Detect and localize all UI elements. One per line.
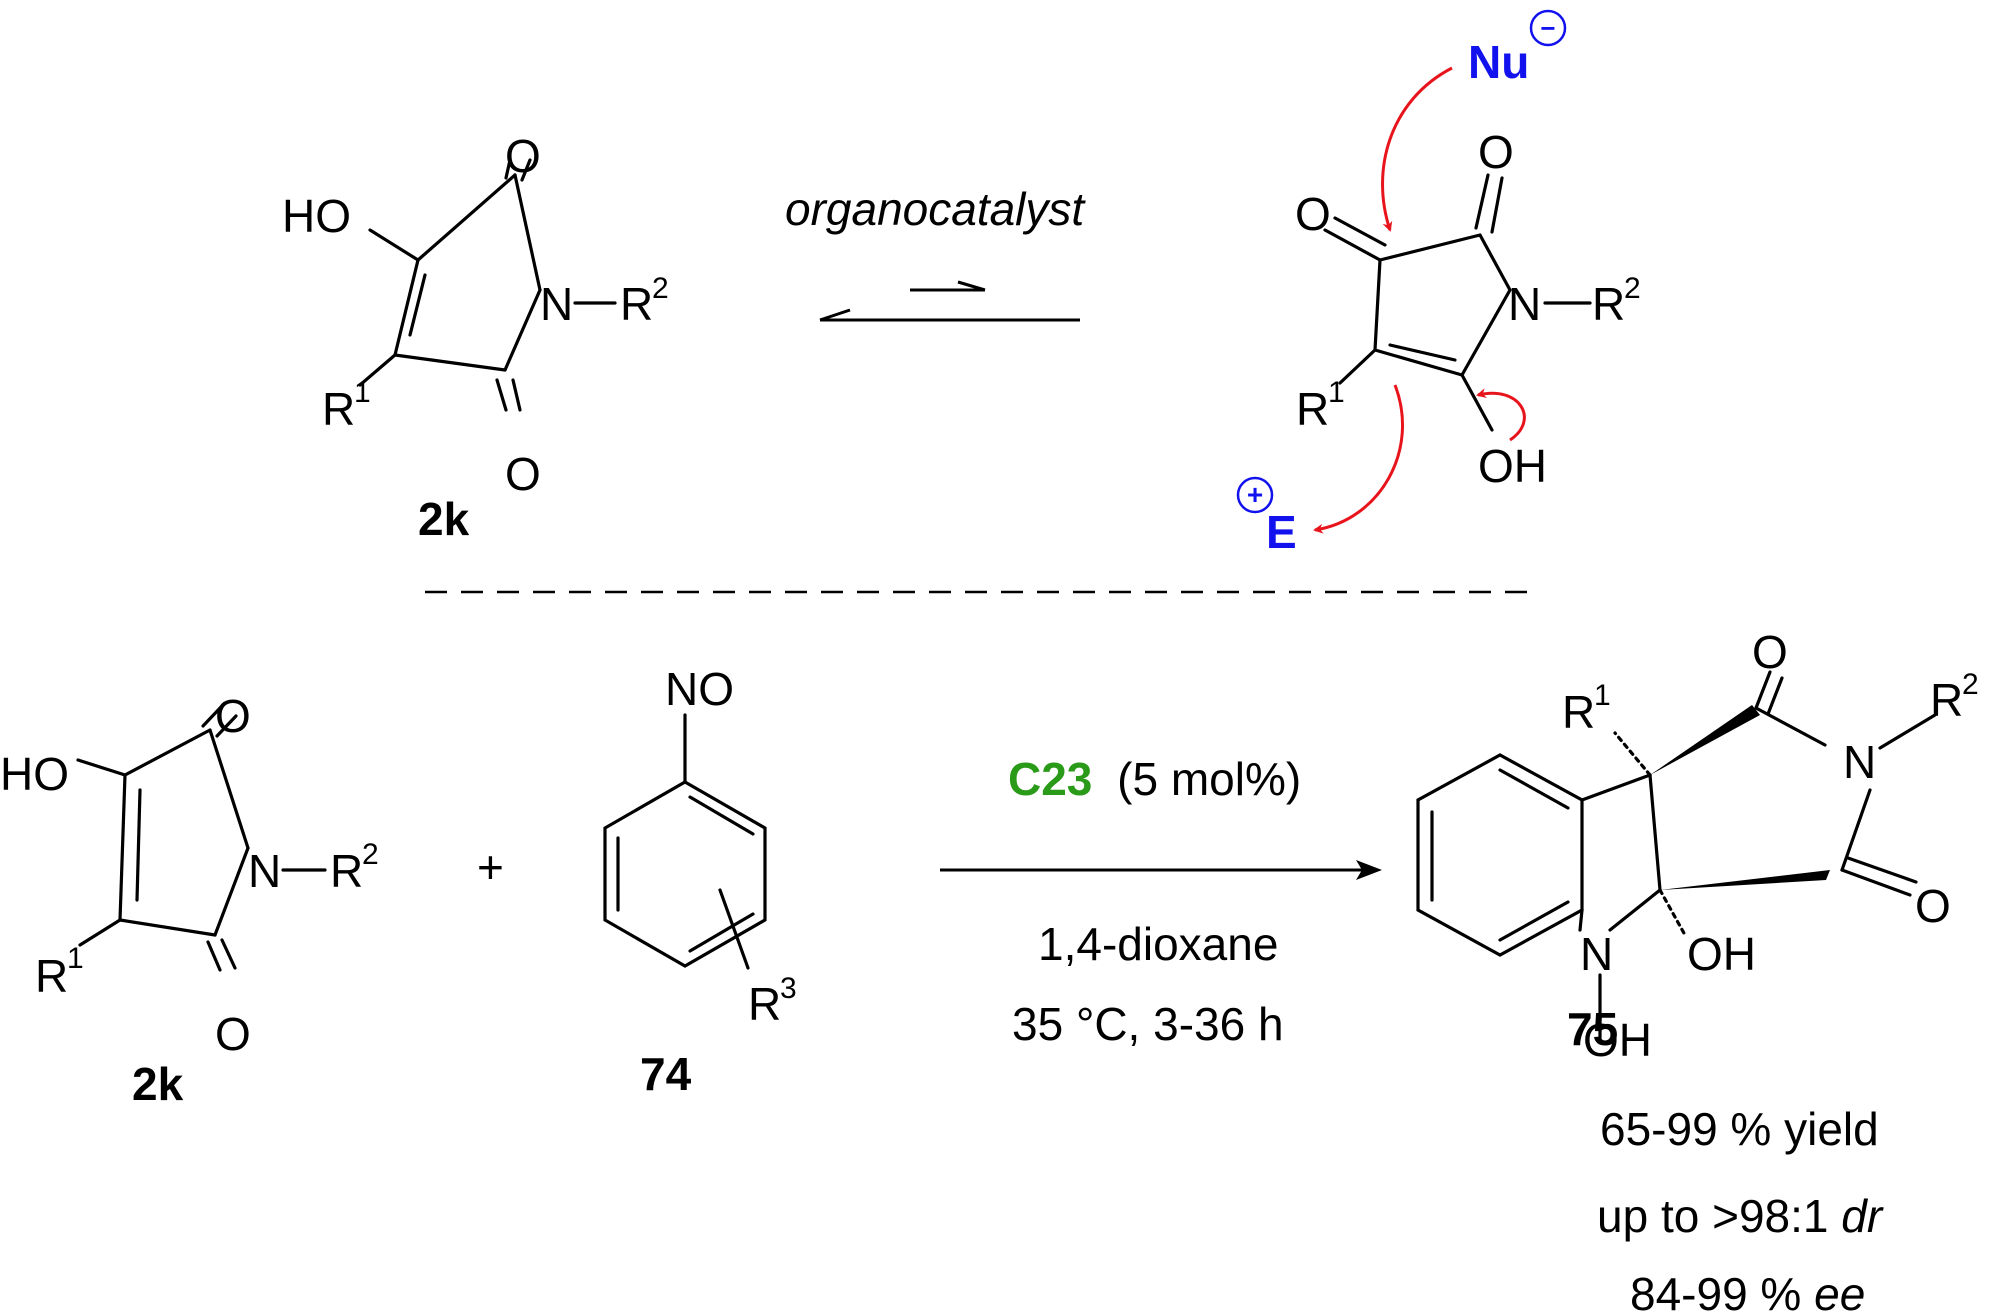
nucleophile-label: Nu <box>1468 36 1529 88</box>
imide-nitrogen-label: N <box>1843 736 1876 788</box>
carbonyl-o-label: O <box>1478 126 1514 178</box>
catalyst-condition: organocatalyst <box>785 183 1086 235</box>
carbonyl-o-top: O <box>1752 626 1788 678</box>
r3-label: R <box>748 978 781 1030</box>
dr-label: up to >98:1 dr <box>1597 1190 1884 1242</box>
yield-label: 65-99 % yield <box>1600 1103 1879 1155</box>
r1-label: R <box>1562 686 1595 738</box>
carbonyl-o-bottom: O <box>215 1008 251 1060</box>
catalyst-name: C23 <box>1008 753 1092 805</box>
r1-superscript: 1 <box>67 942 84 975</box>
positive-charge-sign: + <box>1247 479 1263 510</box>
ee-value: 84-99 % <box>1630 1268 1814 1314</box>
compound-number: 2k <box>132 1058 184 1110</box>
electrophile-attack-arrow <box>1313 384 1405 534</box>
enol-push-arrow <box>1476 388 1526 442</box>
ketone-o-label: O <box>1295 188 1331 240</box>
hydroxyl-label: OH <box>1687 928 1756 980</box>
hydroxyl-label: HO <box>282 190 351 242</box>
r2-superscript: 2 <box>1962 668 1979 701</box>
catalyst-line: C23 (5 mol%) <box>1008 753 1301 805</box>
nitrogen-label: N <box>1508 278 1541 330</box>
nitrogen-label: N <box>540 278 573 330</box>
dr-value: up to >98:1 <box>1597 1190 1841 1242</box>
negative-charge-icon <box>1529 9 1567 47</box>
solvent-label: 1,4-dioxane <box>1038 918 1278 970</box>
r2-superscript: 2 <box>652 272 669 305</box>
r2-label: R <box>330 845 363 897</box>
carbonyl-o-bottom: O <box>505 448 541 500</box>
r3-superscript: 3 <box>780 972 797 1005</box>
positive-charge-icon <box>1236 476 1274 514</box>
ee-unit: ee <box>1814 1268 1865 1314</box>
catalyst-loading: (5 mol%) <box>1117 753 1301 805</box>
temperature-time-label: 35 °C, 3-36 h <box>1012 998 1284 1050</box>
r1-superscript: 1 <box>1594 679 1611 712</box>
enol-oh-label: OH <box>1478 440 1547 492</box>
nucleophile-attack-arrow <box>1381 66 1453 232</box>
negative-charge-sign: − <box>1540 13 1555 43</box>
compound-74 <box>603 713 767 970</box>
compound-75 <box>1416 670 1937 1042</box>
r2-superscript: 2 <box>362 838 379 871</box>
dr-unit: dr <box>1841 1190 1884 1242</box>
compound-number: 75 <box>1567 1003 1618 1055</box>
reaction-arrowhead <box>1356 860 1382 880</box>
r1-superscript: 1 <box>1328 376 1345 409</box>
r2-superscript: 2 <box>1624 272 1641 305</box>
compound-number: 2k <box>418 493 470 545</box>
nitrogen-label: N <box>248 845 281 897</box>
compound-2k-bottom <box>76 704 327 972</box>
compound-tautomer <box>1323 173 1592 432</box>
r1-label: R <box>322 383 355 435</box>
r1-label: R <box>35 950 68 1002</box>
nitroso-label: NO <box>665 663 734 715</box>
compound-2k-top <box>358 158 617 412</box>
plus-sign: + <box>477 841 504 893</box>
r2-label: R <box>620 278 653 330</box>
carbonyl-o-right: O <box>1915 880 1951 932</box>
hydroxyl-label: HO <box>0 748 69 800</box>
r2-label: R <box>1930 674 1963 726</box>
n-hydroxyl-label: OH <box>1583 1014 1652 1066</box>
r2-label: R <box>1592 278 1625 330</box>
compound-number: 74 <box>640 1048 692 1100</box>
indoline-nitrogen-label: N <box>1580 928 1613 980</box>
r1-label: R <box>1296 383 1329 435</box>
r1-superscript: 1 <box>354 376 371 409</box>
carbonyl-o-top: O <box>505 130 541 182</box>
ee-label: 84-99 % ee <box>1630 1268 1865 1314</box>
electrophile-label: E <box>1266 506 1297 558</box>
equilibrium-arrow <box>819 280 1080 322</box>
carbonyl-o-top: O <box>215 690 251 742</box>
